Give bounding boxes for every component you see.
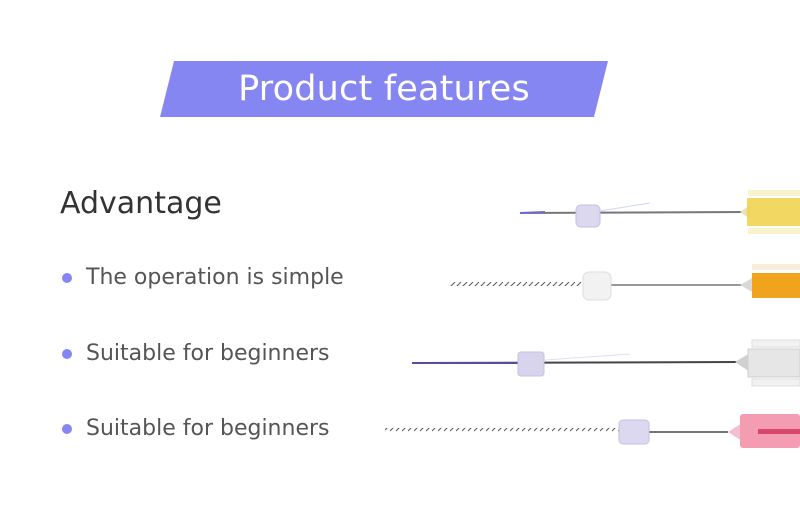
bullet-dot-icon (62, 272, 72, 283)
banner-background (160, 61, 608, 117)
bullet-dot-icon (62, 348, 72, 359)
advantage-item-label: Suitable for beginners (86, 341, 330, 366)
advantage-item: Suitable for beginners (62, 416, 329, 441)
bullet-dot-icon (62, 423, 72, 434)
advantage-item-label: The operation is simple (86, 265, 344, 290)
banner-title: Product features (238, 69, 530, 109)
needle-clear-hub-image (411, 339, 800, 387)
advantage-heading: Advantage (60, 186, 222, 221)
advantage-item: Suitable for beginners (62, 341, 329, 366)
features-banner: Product features (160, 61, 608, 117)
needle-yellow-hub-image (519, 190, 800, 234)
needle-pink-hub-image (385, 414, 800, 448)
advantage-item: The operation is simple (62, 265, 344, 290)
needle-orange-hub-image (450, 264, 800, 301)
advantage-item-label: Suitable for beginners (86, 416, 330, 441)
